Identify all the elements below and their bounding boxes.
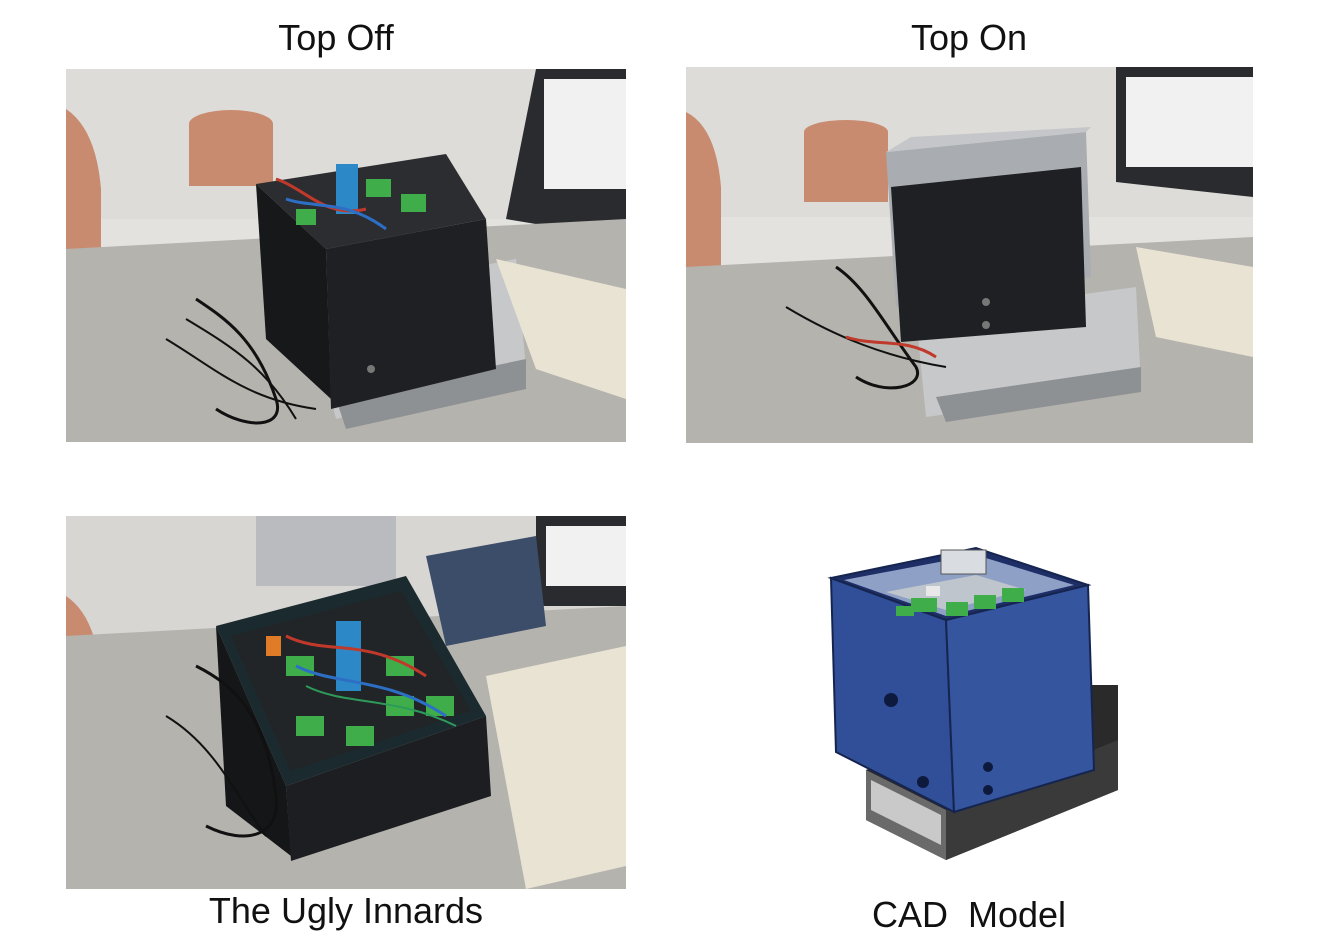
caption-cad-model: CAD Model bbox=[871, 894, 1067, 935]
photo-top-off bbox=[66, 69, 626, 442]
photo-ugly-innards bbox=[66, 516, 626, 889]
caption-top-on: Top On bbox=[910, 17, 1028, 58]
cad-model bbox=[826, 540, 1126, 870]
photo-top-on bbox=[686, 67, 1253, 443]
caption-ugly-innards: The Ugly Innards bbox=[208, 890, 484, 931]
caption-top-off: Top Off bbox=[278, 17, 394, 58]
